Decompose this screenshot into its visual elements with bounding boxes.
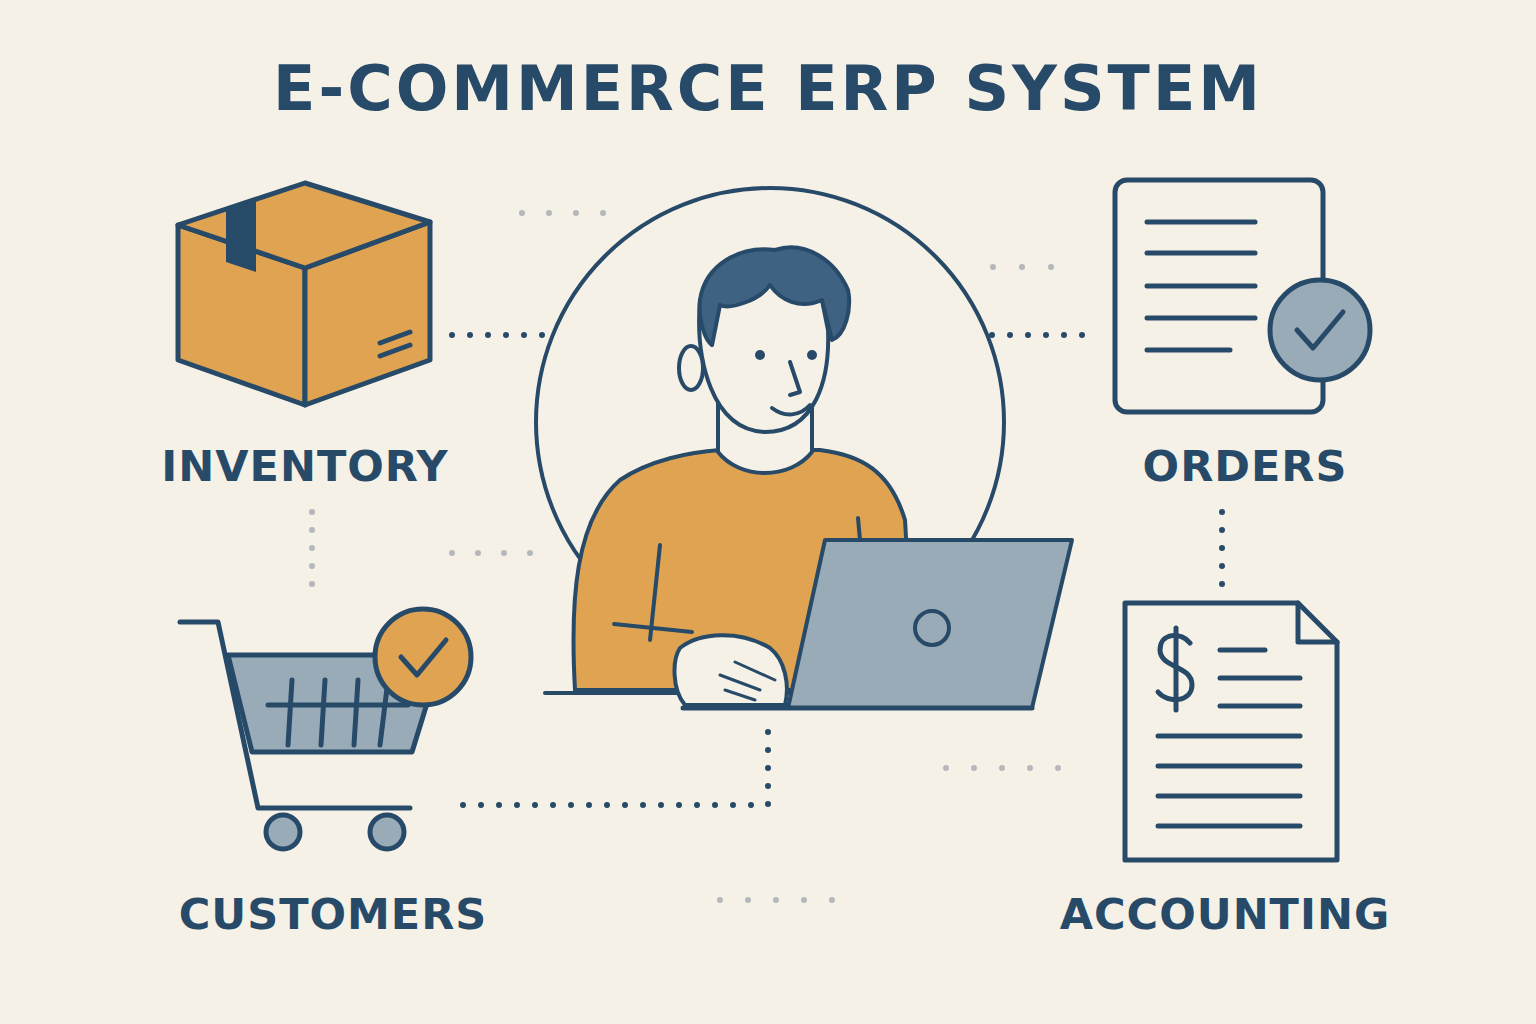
module-node: CUSTOMERS <box>168 598 498 938</box>
module-label: CUSTOMERS <box>179 891 488 938</box>
dotted-connector <box>309 512 315 590</box>
module-label: ORDERS <box>1143 443 1348 490</box>
module-node: ACCOUNTING <box>1050 596 1400 938</box>
diagram-title: E-COMMERCE ERP SYSTEM <box>0 52 1536 125</box>
box-icon <box>178 183 430 405</box>
document-icon <box>1115 180 1370 412</box>
module-label: INVENTORY <box>161 443 448 490</box>
decor-dots <box>452 213 1085 900</box>
dotted-connector <box>1219 512 1225 588</box>
person-figure <box>536 188 1072 708</box>
invoice-icon <box>1125 603 1337 860</box>
module-node: ORDERS <box>1105 172 1385 490</box>
cart-icon <box>180 609 471 849</box>
module-label: ACCOUNTING <box>1060 891 1390 938</box>
module-node: INVENTORY <box>151 172 458 490</box>
